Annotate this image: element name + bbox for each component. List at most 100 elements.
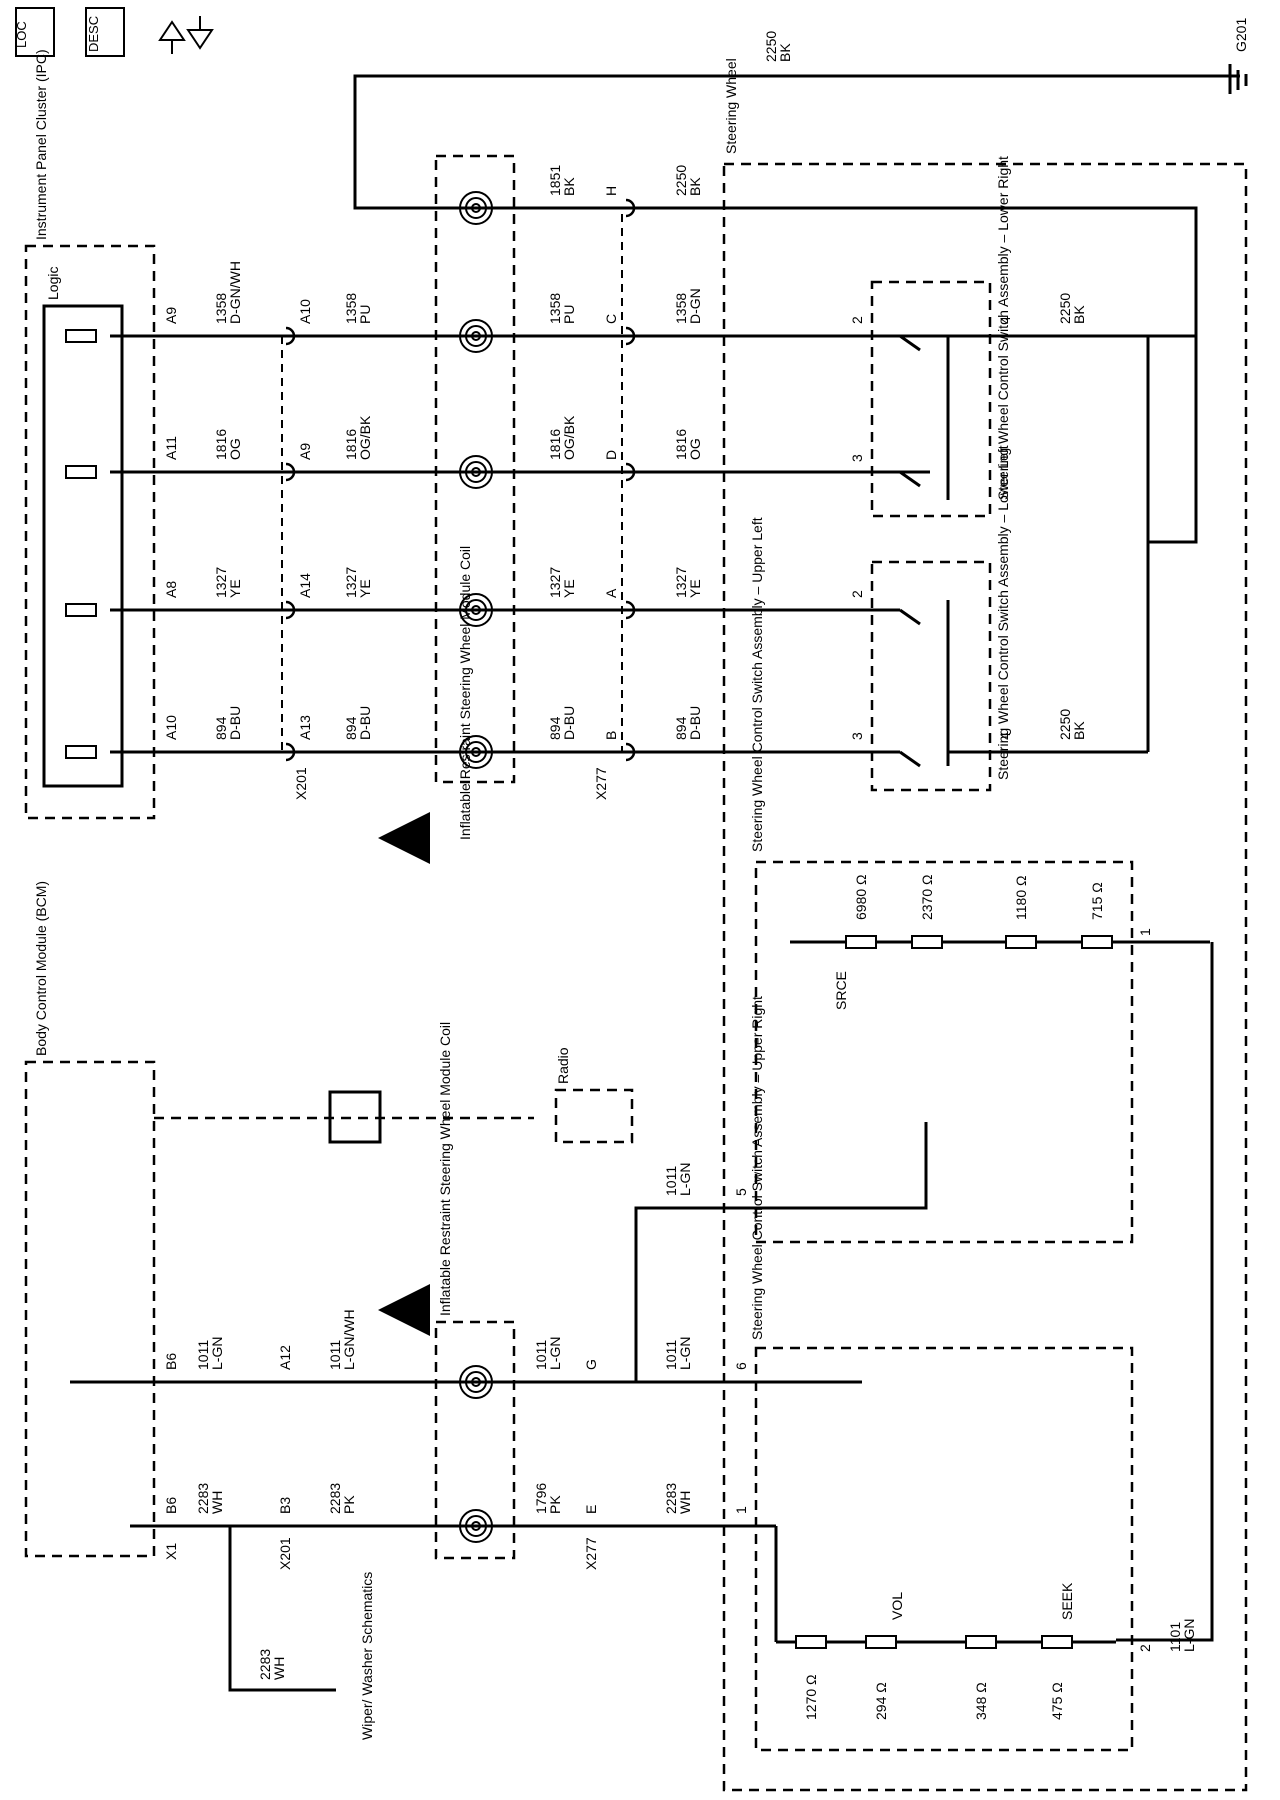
coil-box-top bbox=[434, 154, 516, 784]
ipc-color-row4: D-BU bbox=[227, 706, 243, 740]
ur-pin-2: 2 bbox=[1137, 1644, 1153, 1652]
ur-link-circuit: 1101 bbox=[1167, 1622, 1183, 1652]
lr-pin-bottom: 3 bbox=[849, 454, 865, 462]
sw-circuit-2283: 2283 bbox=[663, 1483, 679, 1514]
airbag-warning-icon-bottom bbox=[378, 1284, 430, 1336]
bcm-circuit-2283: 2283 bbox=[195, 1483, 211, 1514]
ll-pin-bottom: 3 bbox=[849, 732, 865, 740]
ul-pin-5: 5 bbox=[733, 1188, 749, 1196]
coil-out-color-row3: YE bbox=[561, 579, 577, 598]
loc-label: LOC bbox=[14, 21, 29, 48]
ur-r4-label: 475 Ω bbox=[1049, 1682, 1065, 1720]
x1-label: X1 bbox=[163, 1543, 179, 1560]
h-sw-circuit: 2250 bbox=[673, 165, 689, 196]
ur-resistors bbox=[795, 1635, 1073, 1649]
radio-label: Radio bbox=[555, 1047, 571, 1084]
x277-pin-row3: A bbox=[603, 588, 619, 598]
sw-circuit-1011: 1011 bbox=[663, 1340, 679, 1370]
ll-pin-ground: 4 bbox=[997, 732, 1013, 740]
coil-out-circuit-row1: 1358 bbox=[547, 293, 563, 324]
ur-vol-label: VOL bbox=[889, 1592, 905, 1620]
ipc-color-row2: OG bbox=[227, 438, 243, 460]
sw-pin-1: 1 bbox=[733, 1506, 749, 1514]
coil-spiral-row1 bbox=[459, 319, 493, 353]
lr-switch-top[interactable] bbox=[899, 334, 921, 352]
coil-out-color-row4: D-BU bbox=[561, 706, 577, 740]
g201-wire-color: BK bbox=[777, 43, 793, 62]
ur-r3-label: 348 Ω bbox=[973, 1682, 989, 1720]
ipc-label: Instrument Panel Cluster (IPC) bbox=[33, 49, 49, 240]
ground-symbol-g201 bbox=[1226, 64, 1248, 94]
coil-in-color-1011: L-GN/WH bbox=[341, 1309, 357, 1370]
coil-spiral-row2 bbox=[459, 455, 493, 489]
ll-switch-bottom[interactable] bbox=[899, 750, 921, 768]
ul-r2-label: 2370 Ω bbox=[919, 875, 935, 921]
ul-srce-label: SRCE bbox=[833, 971, 849, 1010]
x201-pin-row3: A14 bbox=[297, 573, 313, 598]
sw-color-row1: D-GN bbox=[687, 288, 703, 324]
g201-label: G201 bbox=[1233, 18, 1249, 52]
airbag-warning-icon-top bbox=[378, 812, 430, 864]
loc-icon: LOC bbox=[14, 7, 55, 57]
ipc-box bbox=[24, 244, 156, 820]
coil-spiral-1011 bbox=[459, 1365, 493, 1399]
ipc-logic-label: Logic bbox=[45, 267, 61, 300]
coil-spiral-row4 bbox=[459, 735, 493, 769]
lr-switch-bottom[interactable] bbox=[899, 470, 921, 488]
ll-switch-top[interactable] bbox=[899, 608, 921, 626]
sw-upper-left-label: Steering Wheel Control Switch Assembly –… bbox=[749, 517, 765, 852]
ll-pin-top: 2 bbox=[849, 590, 865, 598]
sw-upper-left-box bbox=[754, 860, 1134, 1244]
bcm-color-1011: L-GN bbox=[209, 1337, 225, 1370]
bcm-box bbox=[24, 1060, 156, 1558]
sw-lower-right-box bbox=[870, 280, 992, 518]
lr-pin-ground: 4 bbox=[997, 316, 1013, 324]
coil-in-color-row1: PU bbox=[357, 305, 373, 324]
coil-label-bottom: Inflatable Restraint Steering Wheel Modu… bbox=[437, 1022, 453, 1316]
x277-top-label: X277 bbox=[593, 767, 609, 800]
g201-wire-circuit: 2250 bbox=[763, 31, 779, 62]
sw-color-row3: YE bbox=[687, 579, 703, 598]
sw-circuit-row3: 1327 bbox=[673, 567, 689, 598]
ul-link-color: L-GN bbox=[677, 1163, 693, 1196]
data-link-icon bbox=[328, 1090, 382, 1144]
steering-wheel-label: Steering Wheel bbox=[723, 58, 739, 154]
steering-wheel-box bbox=[722, 162, 1248, 1792]
ur-seek-label: SEEK bbox=[1059, 1582, 1075, 1620]
sw-lower-right-label: Steering Wheel Control Switch Assembly –… bbox=[995, 156, 1011, 500]
ground-wire-2250 bbox=[353, 74, 1226, 210]
lr-pin-top: 2 bbox=[849, 316, 865, 324]
coil-in-color-2283: PK bbox=[341, 1495, 357, 1514]
ipc-circuit-row1: 1358 bbox=[213, 293, 229, 324]
x277-pin-h: H bbox=[603, 186, 619, 196]
radio-box bbox=[554, 1088, 634, 1144]
sw-color-row2: OG bbox=[687, 438, 703, 460]
ur-r1-label: 1270 Ω bbox=[803, 1675, 819, 1721]
x201-pin-row1: A10 bbox=[297, 299, 313, 324]
bcm-color-2283: WH bbox=[209, 1491, 225, 1514]
sw-circuit-row4: 894 bbox=[673, 716, 689, 740]
ul-r1-label: 6980 Ω bbox=[853, 875, 869, 921]
coil-in-color-row3: YE bbox=[357, 579, 373, 598]
h-coil-out-circuit: 1851 bbox=[547, 165, 563, 196]
h-coil-out-color: BK bbox=[561, 177, 577, 196]
coil-out-color-2283: PK bbox=[547, 1495, 563, 1514]
coil-spiral-row3 bbox=[459, 593, 493, 627]
lr-gnd-color: BK bbox=[1071, 305, 1087, 324]
sw-pin-6: 6 bbox=[733, 1362, 749, 1370]
coil-in-circuit-row1: 1358 bbox=[343, 293, 359, 324]
coil-box-bottom bbox=[434, 1320, 516, 1560]
ipc-circuit-row3: 1327 bbox=[213, 567, 229, 598]
ul-pin-1: 1 bbox=[1137, 928, 1153, 936]
ipc-pin-row3: A8 bbox=[163, 581, 179, 598]
h-sw-color: BK bbox=[687, 177, 703, 196]
sw-upper-right-label: Steering Wheel Control Switch Assembly –… bbox=[749, 996, 765, 1340]
coil-out-circuit-2283: 1796 bbox=[533, 1483, 549, 1514]
coil-spiral-h bbox=[459, 191, 493, 225]
coil-out-color-row2: OG/BK bbox=[561, 415, 577, 460]
x277-pin-g: G bbox=[583, 1359, 599, 1370]
ul-resistors bbox=[845, 935, 1113, 949]
sw-circuit-row2: 1816 bbox=[673, 429, 689, 460]
x277-pin-row1: C bbox=[603, 314, 619, 324]
ipc-circuit-row4: 894 bbox=[213, 716, 229, 740]
